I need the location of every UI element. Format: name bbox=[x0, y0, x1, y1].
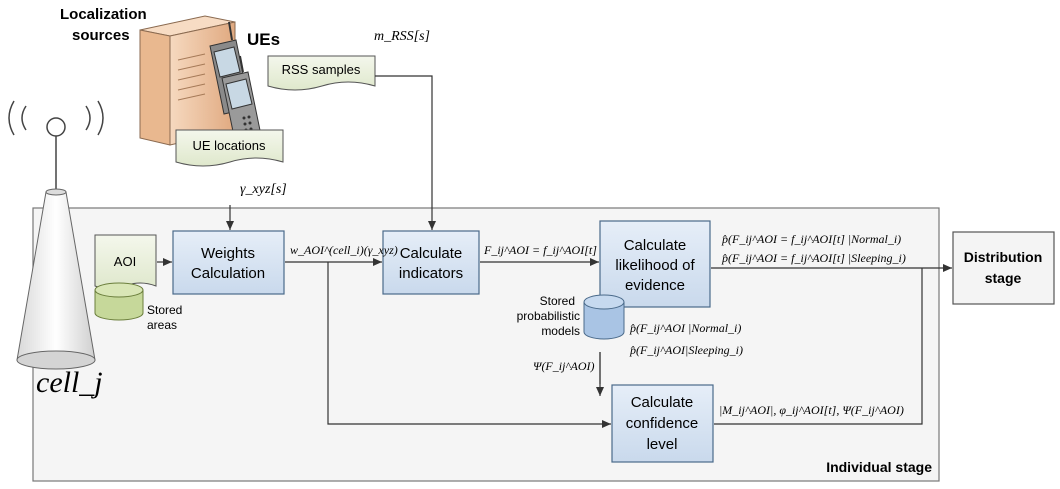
phone-icon-front bbox=[221, 55, 263, 147]
ue-locations-label: UE locations bbox=[193, 138, 266, 153]
distribution-label-2: stage bbox=[985, 270, 1022, 286]
model-normal-label: p̂(F_ij^AOI |Normal_i) bbox=[629, 321, 741, 335]
confidence-output-label: |M_ij^AOI|, φ_ij^AOI[t], Ψ(F_ij^AOI) bbox=[719, 403, 904, 417]
likelihood-block-label-3: evidence bbox=[625, 277, 685, 294]
rss-samples-label: RSS samples bbox=[282, 62, 361, 77]
confidence-block bbox=[611, 384, 714, 463]
stored-areas-cylinder bbox=[94, 282, 144, 321]
models-label-3: models bbox=[541, 324, 580, 338]
connectors bbox=[157, 75, 952, 428]
models-label-1: Stored bbox=[540, 294, 575, 308]
model-sleeping-label: p̂(F_ij^AOI|Sleeping_i) bbox=[629, 343, 743, 357]
individual-stage-label: Individual stage bbox=[826, 459, 932, 475]
likelihood-block-label-2: likelihood of bbox=[615, 257, 695, 274]
indicators-block-label-2: indicators bbox=[399, 265, 463, 282]
stored-areas-label-2: areas bbox=[147, 318, 177, 332]
likelihood-output-sleeping: p̂(F_ij^AOI = f_ij^AOI[t] |Sleeping_i) bbox=[721, 251, 906, 265]
stored-areas-label-1: Stored bbox=[147, 303, 182, 317]
m-rss-label: m_RSS[s] bbox=[374, 29, 430, 44]
localization-sources-label-2: sources bbox=[72, 27, 130, 44]
localization-sources-label-1: Localization bbox=[60, 6, 147, 23]
weights-block-label-2: Calculation bbox=[191, 265, 265, 282]
stored-models-cylinder bbox=[583, 294, 625, 340]
aoi-label: AOI bbox=[114, 254, 136, 269]
psi-label: Ψ(F_ij^AOI) bbox=[533, 359, 594, 373]
weights-block-label-1: Weights bbox=[201, 245, 255, 262]
confidence-block-label-2: confidence bbox=[626, 415, 699, 432]
distribution-stage-block bbox=[952, 231, 1055, 305]
weights-calculation-block bbox=[172, 230, 285, 295]
indicators-block-label-1: Calculate bbox=[400, 245, 463, 262]
weights-output-label: w_AOI^(cell_i)(γ_xyz) bbox=[290, 243, 398, 257]
rss-samples-document bbox=[267, 55, 376, 91]
calculate-indicators-block bbox=[382, 230, 480, 295]
ues-label: UEs bbox=[247, 30, 280, 49]
cell-label: cell_j bbox=[36, 366, 103, 399]
gamma-xyz-label: γ_xyz[s] bbox=[240, 182, 287, 197]
likelihood-block bbox=[599, 220, 711, 308]
likelihood-output-normal: p̂(F_ij^AOI = f_ij^AOI[t] |Normal_i) bbox=[721, 232, 901, 246]
confidence-block-label-3: level bbox=[647, 436, 678, 453]
cell-tower bbox=[8, 100, 104, 370]
distribution-label-1: Distribution bbox=[964, 249, 1043, 265]
confidence-block-label-1: Calculate bbox=[631, 394, 694, 411]
ue-locations-document bbox=[175, 129, 284, 167]
indicator-output-label: F_ij^AOI = f_ij^AOI[t] bbox=[483, 243, 597, 257]
likelihood-block-label-1: Calculate bbox=[624, 237, 687, 254]
models-label-2: probabilistic bbox=[517, 309, 580, 323]
